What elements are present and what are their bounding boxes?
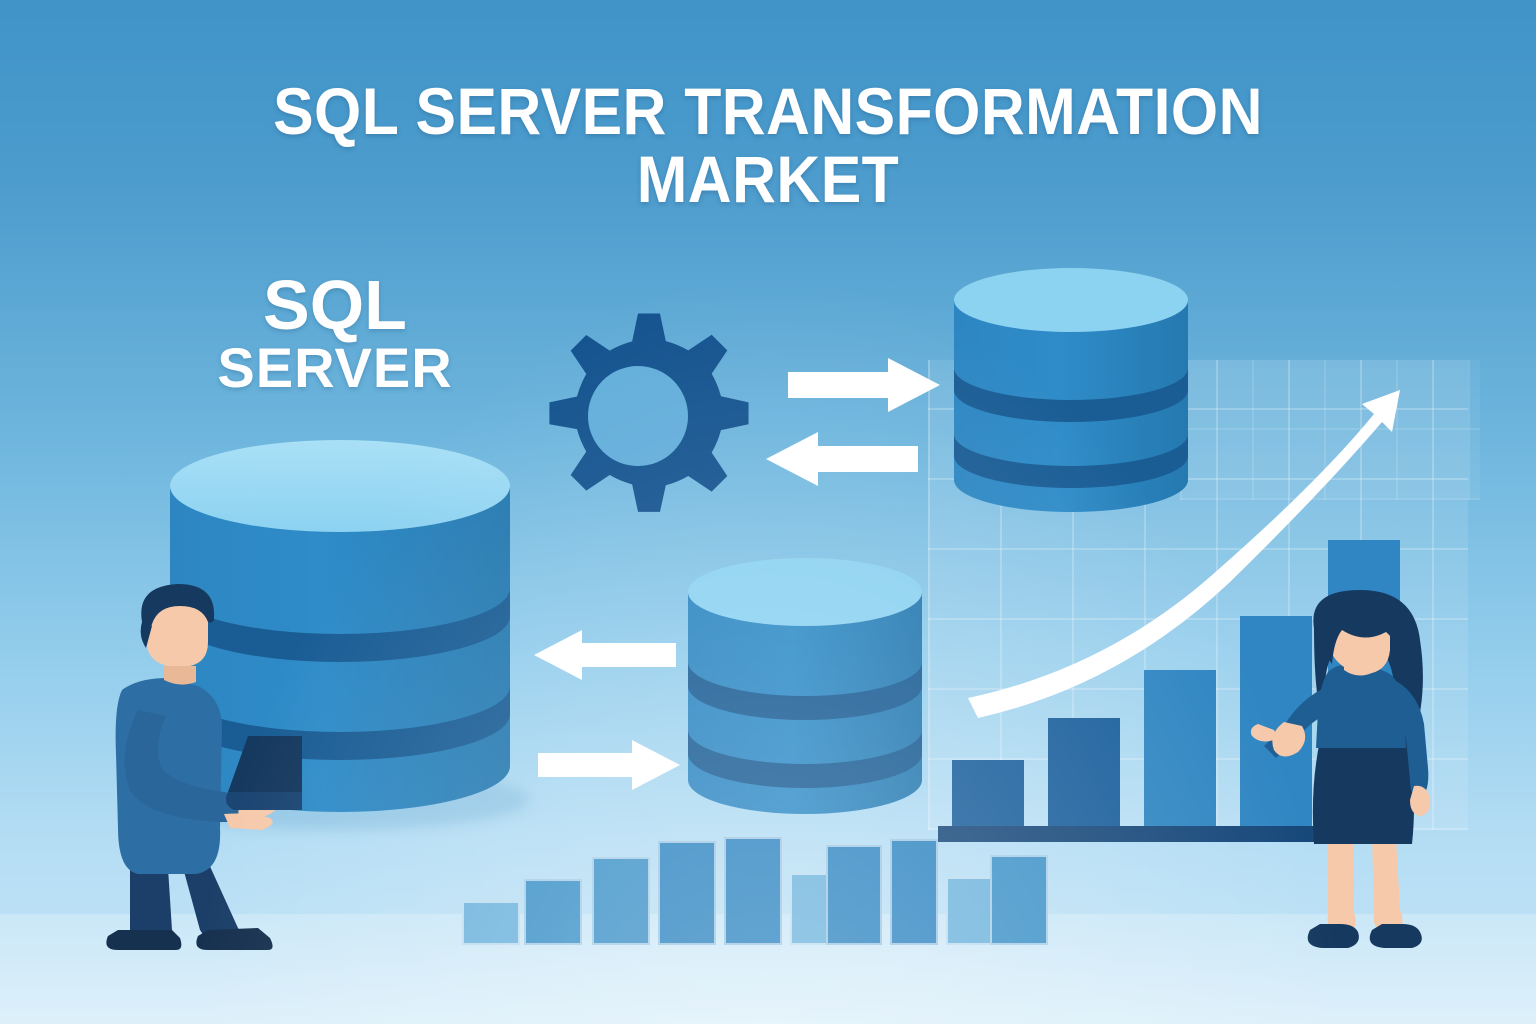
arrow-left-icon — [766, 432, 918, 486]
small-bar-1 — [462, 901, 520, 945]
arrow-right-icon — [788, 358, 940, 412]
gear-icon — [549, 313, 749, 512]
arrow-left-icon-2 — [534, 630, 676, 680]
small-bar-3 — [592, 857, 650, 945]
figure-woman-presenting — [1250, 590, 1431, 948]
small-bar-6 — [790, 873, 830, 945]
small-bar-2 — [524, 879, 582, 945]
small-bar-7 — [826, 845, 882, 945]
sql-server-label: SQL SERVER — [140, 266, 530, 400]
sql-label-line1: SQL — [263, 266, 407, 344]
bar-2 — [1048, 718, 1120, 826]
database-cylinder-top-right — [954, 268, 1188, 512]
sql-label-line2: SERVER — [217, 336, 453, 400]
small-bar-9 — [946, 877, 994, 945]
database-cylinder-middle — [688, 558, 922, 814]
bar-1 — [952, 760, 1024, 826]
chart-baseline — [938, 826, 1400, 842]
bar-3 — [1144, 670, 1216, 826]
figure-man-with-laptop — [106, 584, 302, 950]
arrow-right-icon-2 — [538, 740, 680, 790]
small-bar-8 — [890, 839, 938, 945]
page-title: SQL SERVER TRANSFORMATION MARKET — [273, 74, 1263, 216]
small-bar-5 — [724, 837, 782, 945]
small-bar-10 — [990, 855, 1048, 945]
database-cylinder-large — [170, 440, 510, 812]
small-bar-4 — [658, 841, 716, 945]
background-grid-panel-upper — [1180, 360, 1480, 500]
decorative-bottom-bars — [462, 837, 1048, 945]
